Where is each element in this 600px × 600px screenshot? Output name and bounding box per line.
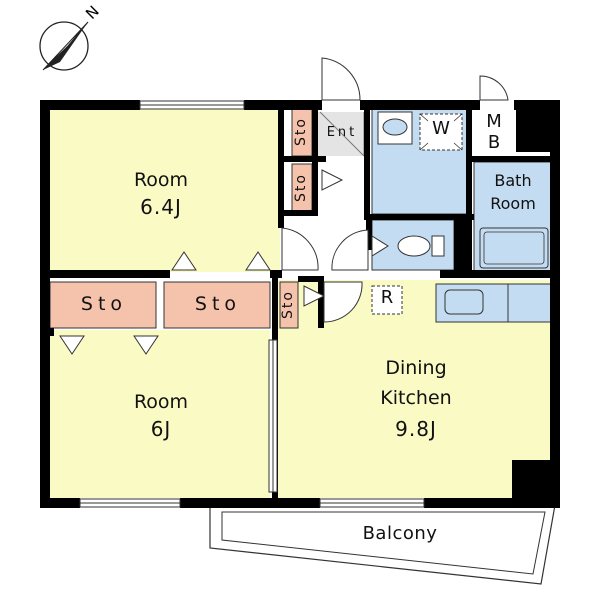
kitchen-counter [435,283,553,323]
entrance-door[interactable] [321,57,361,101]
bath-room-line1: Bath [494,171,532,190]
room-upper-name: Room [133,169,189,191]
storage-mid-label: Sto [194,293,242,315]
room-upper-area [48,108,280,272]
balcony-label: Balcony [362,523,438,544]
entrance-label: Ent [326,125,358,140]
room-lower-area [48,330,270,498]
refrigerator-space [371,285,403,315]
compass-north-label: N [82,2,103,23]
compass: N [39,2,103,71]
windows [79,100,425,508]
washer-label: W [432,118,450,139]
storage-left-label: Sto [80,293,128,315]
storage-v1-label: Sto [293,117,309,147]
bath-room-line2: Room [490,194,536,213]
storage-vertical-3 [279,281,299,329]
storage-v3-label: Sto [280,290,296,320]
dk-line2: Kitchen [380,387,452,409]
storage-left [49,281,157,329]
washing-machine-icon [419,113,463,151]
meter-box-line2: B [487,132,501,153]
dk-line1: Dining [385,357,447,379]
dk-door[interactable] [323,281,363,323]
storage-mid [163,281,271,329]
toilet-icon [397,235,445,257]
refrigerator-label: R [380,287,394,308]
meter-box-door[interactable] [479,75,509,101]
room-lower-size: 6J [150,417,172,441]
doors [59,57,509,355]
bathtub [479,227,549,269]
room-lower-name: Room [133,391,189,413]
washbasin-icon [377,111,413,145]
storage-v2-label: Sto [293,173,309,203]
meter-box-line1: M [486,111,502,132]
room-upper-size: 6.4J [140,195,182,219]
washroom-door[interactable] [331,229,369,271]
dk-size: 9.8J [395,417,437,441]
upper-room-door[interactable] [281,227,319,271]
